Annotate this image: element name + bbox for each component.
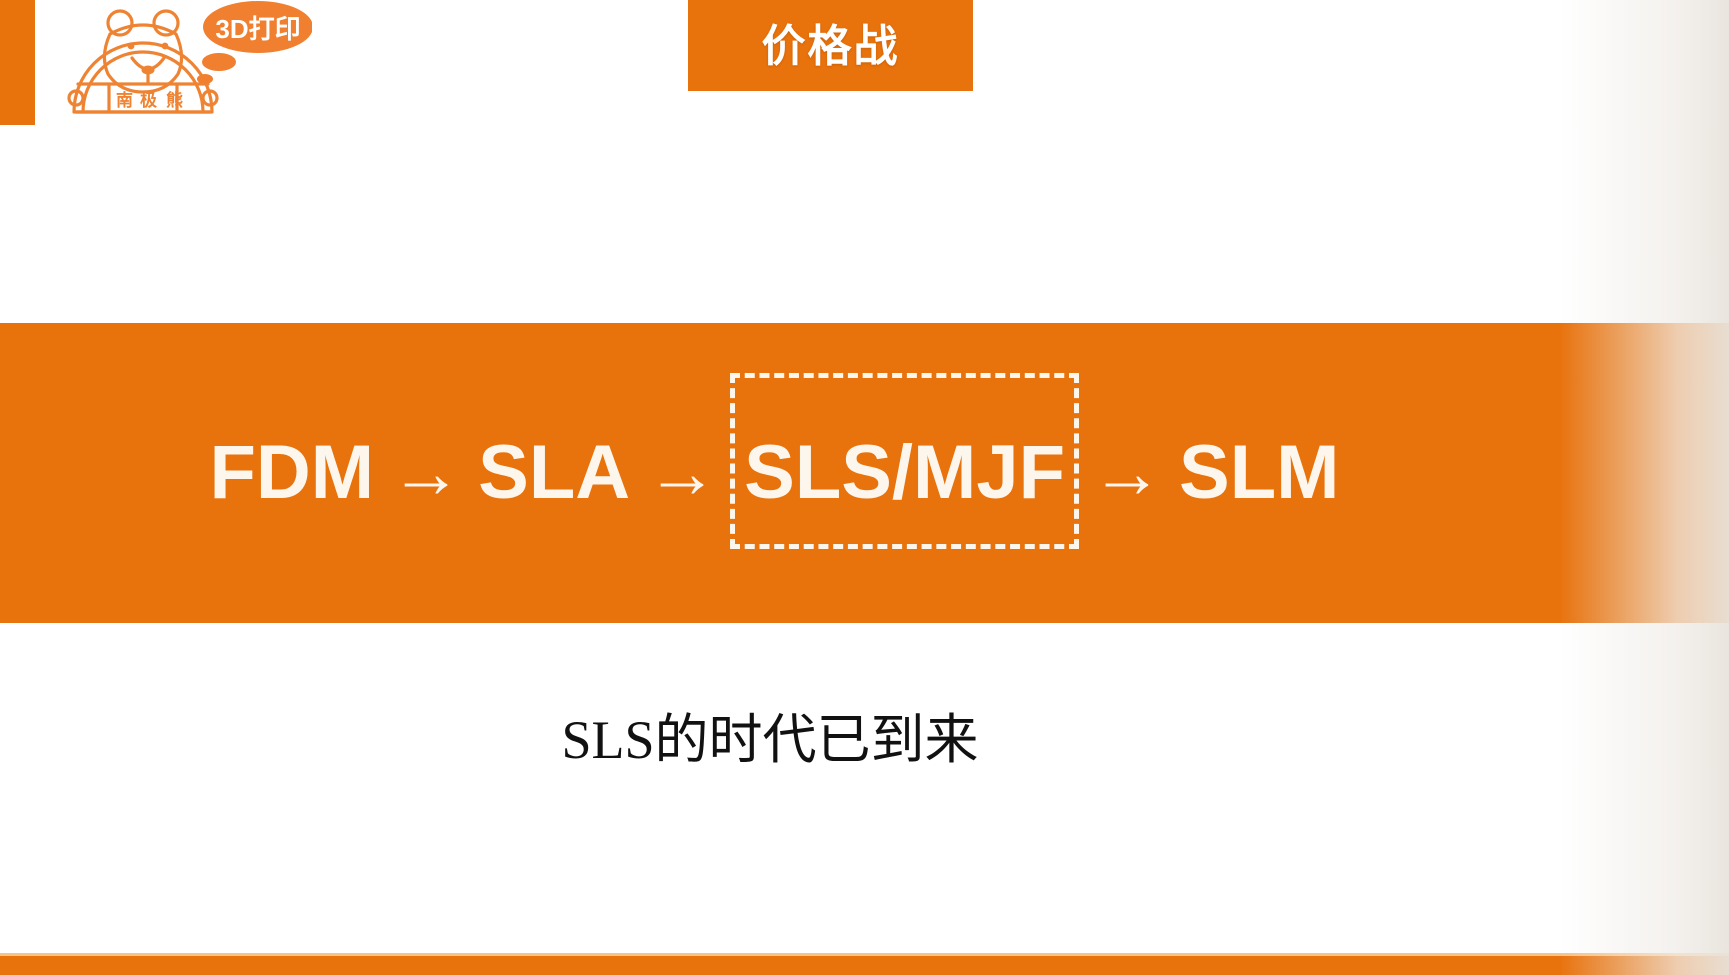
progression-chain: FDM → SLA → SLS/MJF → SLM xyxy=(209,373,1340,549)
svg-text:3D打印: 3D打印 xyxy=(215,14,300,44)
technology-progression-banner: FDM → SLA → SLS/MJF → SLM xyxy=(0,323,1729,623)
chain-node-sls-mjf-highlighted: SLS/MJF xyxy=(730,373,1080,549)
svg-text:南: 南 xyxy=(116,90,133,110)
bottom-accent-bar xyxy=(0,953,1729,975)
subtitle-statement: SLS的时代已到来 xyxy=(561,710,979,770)
brand-logo-cn-text: 南 极 熊 xyxy=(116,90,183,110)
chain-node-slm: SLM xyxy=(1179,430,1340,515)
chain-node-sla: SLA xyxy=(478,430,631,515)
chain-arrow-3: → xyxy=(1091,433,1164,513)
chain-arrow-2: → xyxy=(646,433,719,513)
speech-bubble-icon: 3D打印 xyxy=(197,1,312,84)
brand-logo: 南 极 熊 3D打印 xyxy=(62,0,312,122)
page-title-chip: 价格战 xyxy=(688,0,973,91)
chain-node-fdm: FDM xyxy=(209,430,375,515)
page-title: 价格战 xyxy=(761,21,900,71)
chain-arrow-1: → xyxy=(390,433,463,513)
svg-text:极: 极 xyxy=(140,91,157,110)
top-left-accent-strip xyxy=(0,0,35,125)
svg-text:熊: 熊 xyxy=(166,90,183,110)
chain-node-sls-mjf-label: SLS/MJF xyxy=(744,430,1066,515)
